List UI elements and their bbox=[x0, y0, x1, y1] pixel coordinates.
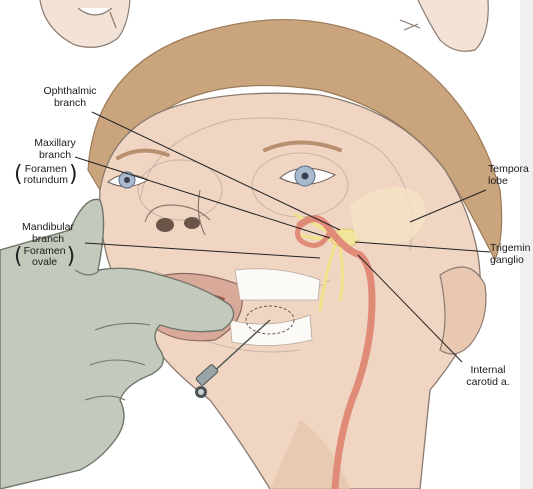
label-maxillary-branch: Maxillary branch bbox=[20, 138, 90, 161]
label-foramen-rotundum: Foramen rotundum bbox=[23, 164, 69, 186]
label-trigeminal-ganglion: Trigemin ganglio bbox=[490, 243, 533, 266]
label-internal-carotid: Internal carotid a. bbox=[455, 365, 521, 388]
open-paren: ( bbox=[14, 246, 23, 268]
close-paren: ) bbox=[67, 246, 76, 268]
label-foramen-ovale: Foramen ovale bbox=[23, 246, 67, 268]
label-mandibular-branch: Mandibular branch bbox=[14, 222, 82, 245]
label-temporal-lobe: Tempora lobe bbox=[488, 164, 533, 187]
label-foramen-ovale-group: ( Foramen ovale ) bbox=[14, 246, 75, 268]
label-foramen-rotundum-group: ( Foramen rotundum ) bbox=[14, 164, 78, 186]
close-paren: ) bbox=[69, 164, 78, 186]
open-paren: ( bbox=[14, 164, 23, 186]
label-ophthalmic-branch: Ophthalmic branch bbox=[35, 86, 105, 109]
